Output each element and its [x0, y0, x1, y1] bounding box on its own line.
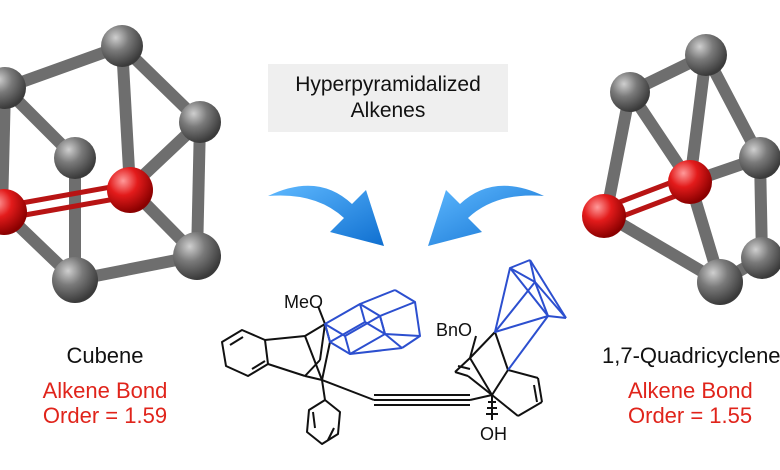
cubene-bond-label: Alkene Bond: [42, 378, 168, 403]
cubene-model: [0, 25, 221, 303]
cubene-name: Cubene: [66, 343, 144, 368]
title-box: Hyperpyramidalized Alkenes: [268, 64, 508, 132]
quadricyclene-block: 1,7-Quadricyclene Alkene Bond Order = 1.…: [602, 343, 780, 428]
title-line-2: Alkenes: [350, 99, 426, 122]
quadricyclene-bond-order: Order = 1.55: [628, 403, 753, 428]
cubene-block: Cubene Alkene Bond Order = 1.59: [30, 343, 180, 428]
title-line-1: Hyperpyramidalized: [295, 73, 481, 96]
oh-hashed-bond: [486, 401, 498, 415]
arrow-right-icon: [428, 185, 544, 246]
cubene-bond-order: Order = 1.59: [42, 403, 168, 428]
strained-cage-left: [324, 289, 421, 355]
quadricyclene-bond-label: Alkene Bond: [628, 378, 753, 403]
quadricyclene-name: 1,7-Quadricyclene: [602, 343, 780, 368]
arrow-left-icon: [268, 185, 384, 246]
methoxy-label: MeO: [284, 292, 324, 312]
strained-cage-right: [494, 259, 567, 371]
quadricyclene-model: [582, 34, 780, 305]
central-molecule: [221, 305, 543, 445]
benzyloxy-label: BnO: [436, 320, 473, 340]
hydroxyl-label: OH: [480, 424, 507, 444]
